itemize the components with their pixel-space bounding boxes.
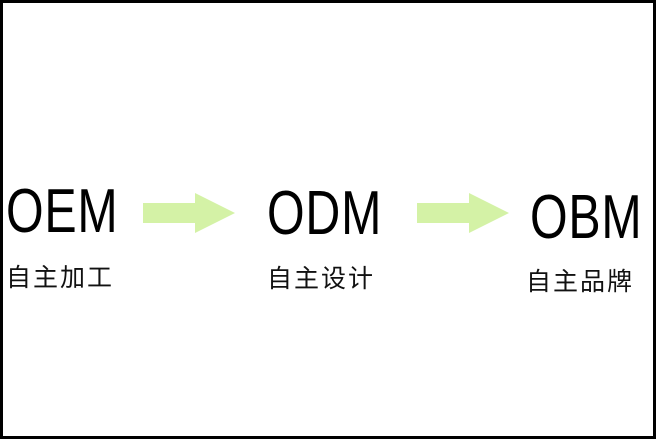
stage-obm-label: 自主品牌	[526, 267, 635, 296]
stage-odm-code: ODM	[267, 179, 383, 248]
stage-odm-label: 自主设计	[267, 264, 376, 293]
arrow-right-icon	[417, 193, 509, 233]
stage-obm-code: OBM	[530, 183, 643, 252]
stage-oem-code: OEM	[6, 177, 119, 246]
arrow-right-icon	[143, 193, 235, 233]
stage-oem-label: 自主加工	[6, 263, 115, 292]
